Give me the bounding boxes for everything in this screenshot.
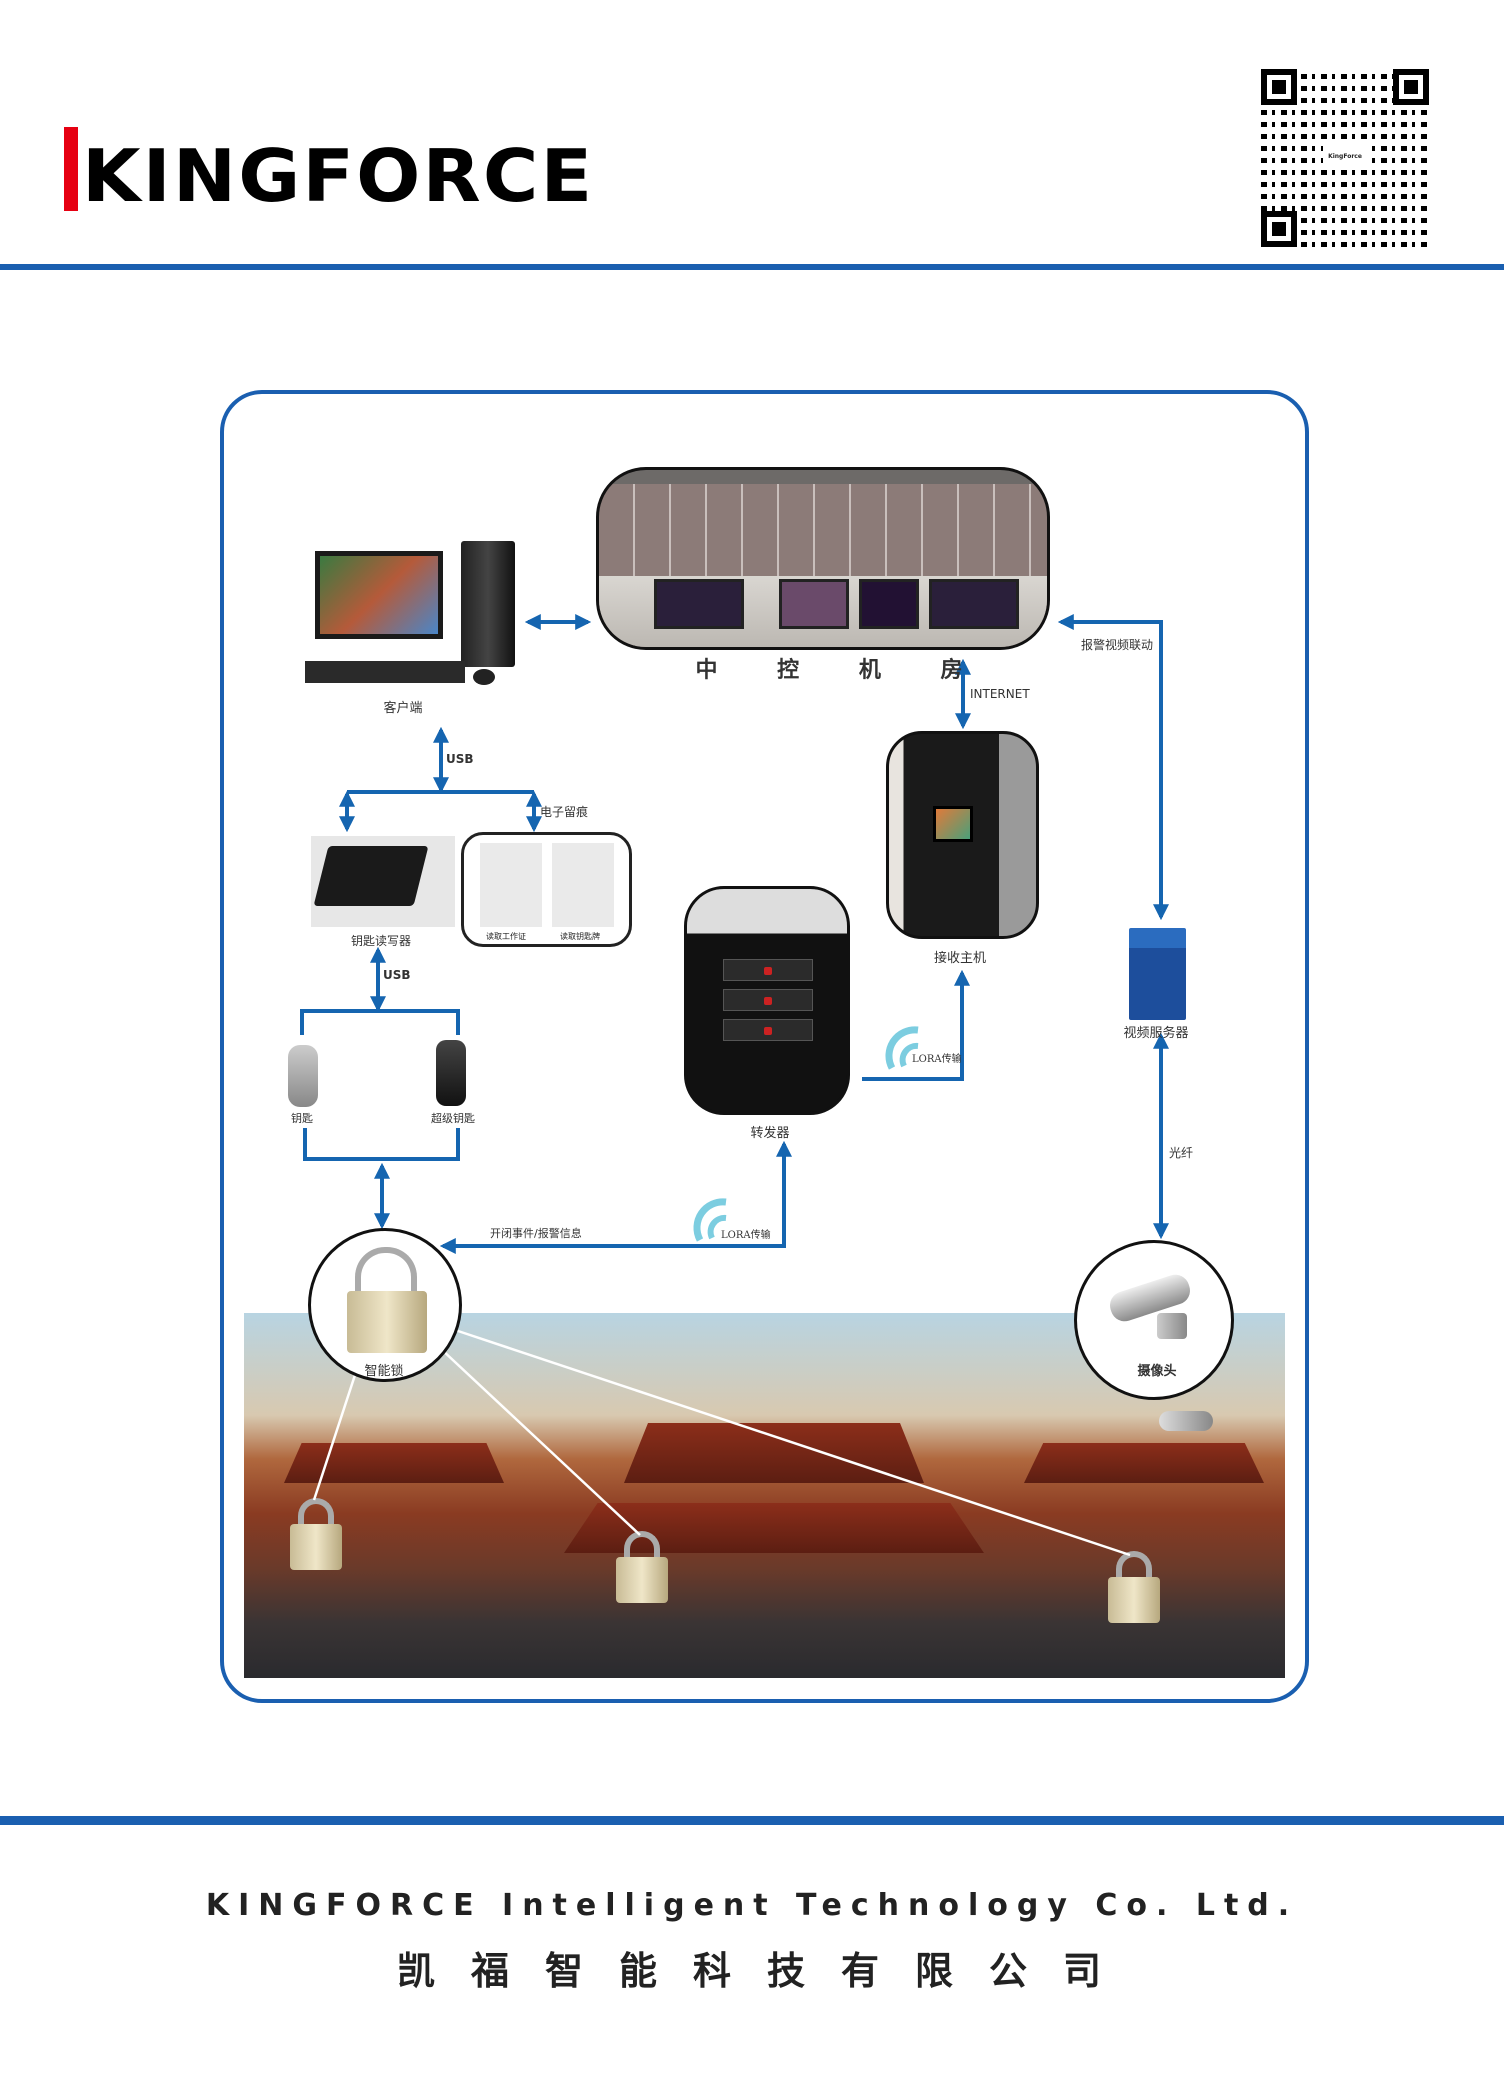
rack-monitor xyxy=(933,806,973,842)
qr-finder xyxy=(1393,69,1429,105)
lora-wave-icon xyxy=(885,1026,919,1070)
qr-code: KingForce xyxy=(1261,69,1429,247)
card-reading-panel: 读取工作证 读取钥匙牌 xyxy=(461,832,632,947)
camera-circle xyxy=(1074,1240,1234,1400)
key-tag-image xyxy=(552,843,614,927)
alarm-video-link-label: 报警视频联动 xyxy=(1081,638,1154,652)
lora-wave-icon xyxy=(693,1198,727,1242)
video-server-icon xyxy=(1129,928,1186,1020)
rack-unit xyxy=(723,959,813,981)
reader-device xyxy=(313,846,429,906)
client-computer-image xyxy=(305,541,521,691)
smart-lock-label: 智能锁 xyxy=(364,1364,404,1379)
link-line xyxy=(439,1347,641,1536)
mouse xyxy=(473,669,495,685)
monitor xyxy=(929,579,1019,629)
smart-lock-circle xyxy=(308,1228,462,1382)
open-close-events-label: 开闭事件/报警信息 xyxy=(490,1227,582,1240)
qr-finder xyxy=(1261,69,1297,105)
qr-finder xyxy=(1261,211,1297,247)
logo-red-bar xyxy=(64,127,78,211)
footer-divider xyxy=(0,1816,1504,1825)
logo-text: KINGFORCE xyxy=(82,134,595,218)
arrow-lock-events xyxy=(439,1140,792,1254)
receiver-host-label: 接收主机 xyxy=(933,951,987,966)
monitor xyxy=(315,551,443,639)
qr-center-logo: KingForce xyxy=(1323,145,1367,169)
padlock-icon xyxy=(616,1531,668,1603)
lora-label: LORA传输 xyxy=(912,1054,962,1065)
monitor xyxy=(859,579,919,629)
video-server-label: 视频服务器 xyxy=(1123,1026,1189,1041)
lora-wave-icon xyxy=(899,1042,919,1068)
camera-icon xyxy=(1159,1411,1213,1431)
link-line xyxy=(454,1328,1131,1557)
client-label: 客户端 xyxy=(383,701,423,716)
line-key-top xyxy=(300,1009,460,1035)
monitor xyxy=(654,579,744,629)
company-name-cn: 凯福智能科技有限公司 xyxy=(396,1949,1137,1993)
usb-label: USB xyxy=(446,752,474,766)
camera-mount xyxy=(1157,1313,1187,1339)
arrow-alarm-video xyxy=(1057,614,1169,921)
padlock-icon xyxy=(290,1498,342,1570)
camera-label: 摄像头 xyxy=(1137,1364,1177,1379)
work-card-image xyxy=(480,843,542,927)
keyboard xyxy=(305,661,465,683)
lora-label: LORA传输 xyxy=(721,1230,771,1241)
header-divider xyxy=(0,264,1504,270)
padlock-shackle xyxy=(355,1247,417,1297)
key-reader-image xyxy=(311,836,455,927)
padlock-icon xyxy=(1108,1551,1160,1623)
padlock-icon xyxy=(347,1291,427,1353)
lora-wave-icon xyxy=(707,1214,727,1240)
read-key-tag-label: 读取钥匙牌 xyxy=(560,932,600,941)
key-label: 钥匙 xyxy=(291,1112,313,1125)
usb-label: USB xyxy=(383,968,411,982)
control-room-label: 中 控 机 房 xyxy=(695,658,989,683)
key-image xyxy=(288,1045,318,1107)
palace-roof xyxy=(1024,1443,1264,1483)
company-name-en: KINGFORCE Intelligent Technology Co. Ltd… xyxy=(205,1888,1299,1923)
super-key-image xyxy=(436,1040,466,1106)
fiber-label: 光纤 xyxy=(1169,1146,1194,1160)
forwarder-label: 转发器 xyxy=(750,1126,790,1141)
internet-label: INTERNET xyxy=(970,687,1030,701)
link-line xyxy=(312,1374,357,1501)
kingforce-logo: KINGFORCE xyxy=(64,127,592,212)
arrow-lora-receiver xyxy=(862,969,970,1081)
line-key-bottom xyxy=(303,1128,460,1161)
palace-roof xyxy=(624,1423,924,1483)
rack-unit xyxy=(723,1019,813,1041)
rack-unit xyxy=(723,989,813,1011)
forwarder-image xyxy=(684,886,850,1115)
read-work-card-label: 读取工作证 xyxy=(486,932,526,941)
monitor xyxy=(779,579,849,629)
diagram-frame xyxy=(220,390,1309,1703)
pc-tower xyxy=(461,541,515,667)
key-reader-label: 钥匙读写器 xyxy=(350,934,412,948)
super-key-label: 超级钥匙 xyxy=(431,1112,475,1125)
electronic-trace-label: 电子留痕 xyxy=(540,805,589,819)
control-room-photo xyxy=(596,467,1050,650)
receiver-host-image xyxy=(886,731,1039,939)
